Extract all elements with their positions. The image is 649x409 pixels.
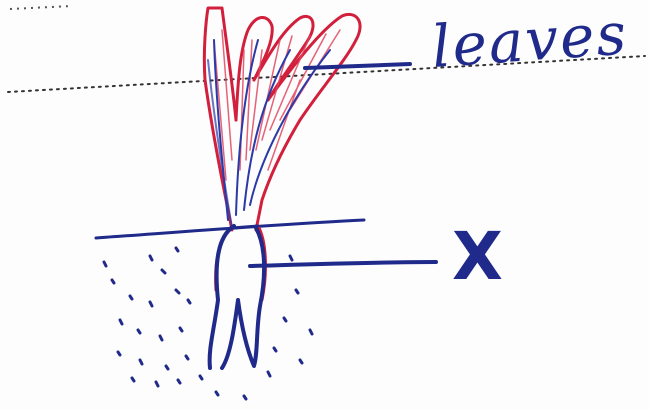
- leaves-cluster: [202, 6, 362, 232]
- leaves-label: leaves: [429, 0, 631, 81]
- corm-collar: [230, 224, 260, 230]
- underground-corm: [207, 224, 267, 370]
- corm-outline-blue: [207, 224, 267, 370]
- leaf-vein-2: [235, 39, 259, 216]
- x-pointer-line: [248, 260, 438, 268]
- dotted-guide-line: [7, 55, 646, 93]
- leaf-outline-3: [252, 15, 315, 102]
- x-label: X: [452, 218, 503, 295]
- leaf-outline-2: [234, 16, 274, 122]
- soil-speckles: [102, 246, 314, 401]
- leaf-vein-4: [249, 49, 331, 206]
- leaf-vein-1: [213, 39, 229, 221]
- leaves-pointer-line: [303, 62, 412, 70]
- leaf-vein-5: [207, 59, 233, 229]
- dotted-guide-line-top: [9, 5, 73, 10]
- leaf-outline-4: [254, 13, 362, 232]
- leaf-outline-1: [202, 6, 238, 232]
- leaf-vein-3: [243, 49, 291, 211]
